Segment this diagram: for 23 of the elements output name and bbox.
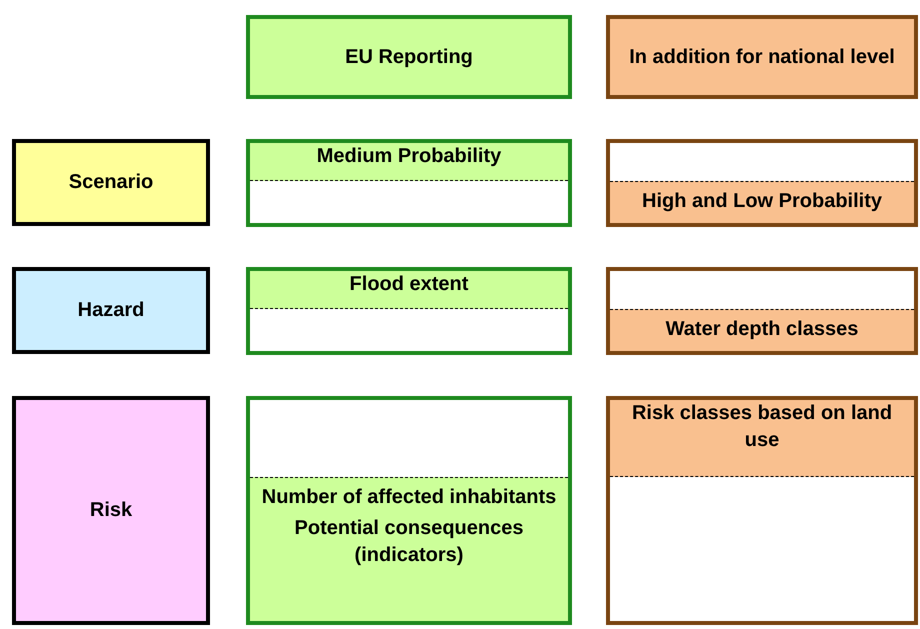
label-text: Scenario bbox=[68, 170, 154, 195]
table-box bbox=[12, 267, 210, 354]
table-box bbox=[606, 15, 918, 99]
table-box bbox=[246, 396, 572, 625]
label-text: Hazard bbox=[76, 298, 146, 323]
label-text: Potential consequences (indicators) bbox=[294, 516, 524, 568]
table-box bbox=[606, 139, 918, 227]
label-text: EU Reporting bbox=[344, 44, 474, 70]
table-box bbox=[12, 139, 210, 226]
table-box bbox=[12, 396, 210, 625]
label-text: In addition for national level bbox=[628, 44, 896, 70]
table-box bbox=[606, 396, 918, 625]
label-text: Flood extent bbox=[348, 272, 470, 297]
table-box bbox=[246, 267, 572, 355]
label-text: Water depth classes bbox=[664, 317, 860, 342]
table-box bbox=[246, 139, 572, 227]
label-text: Number of affected inhabitants bbox=[260, 485, 558, 510]
label-text: Medium Probability bbox=[316, 144, 502, 169]
label-text: High and Low Probability bbox=[641, 189, 883, 214]
label-text: Risk classes based on land use bbox=[630, 401, 894, 453]
label-text: Risk bbox=[88, 498, 134, 523]
table-box bbox=[606, 267, 918, 355]
table-box bbox=[246, 15, 572, 99]
